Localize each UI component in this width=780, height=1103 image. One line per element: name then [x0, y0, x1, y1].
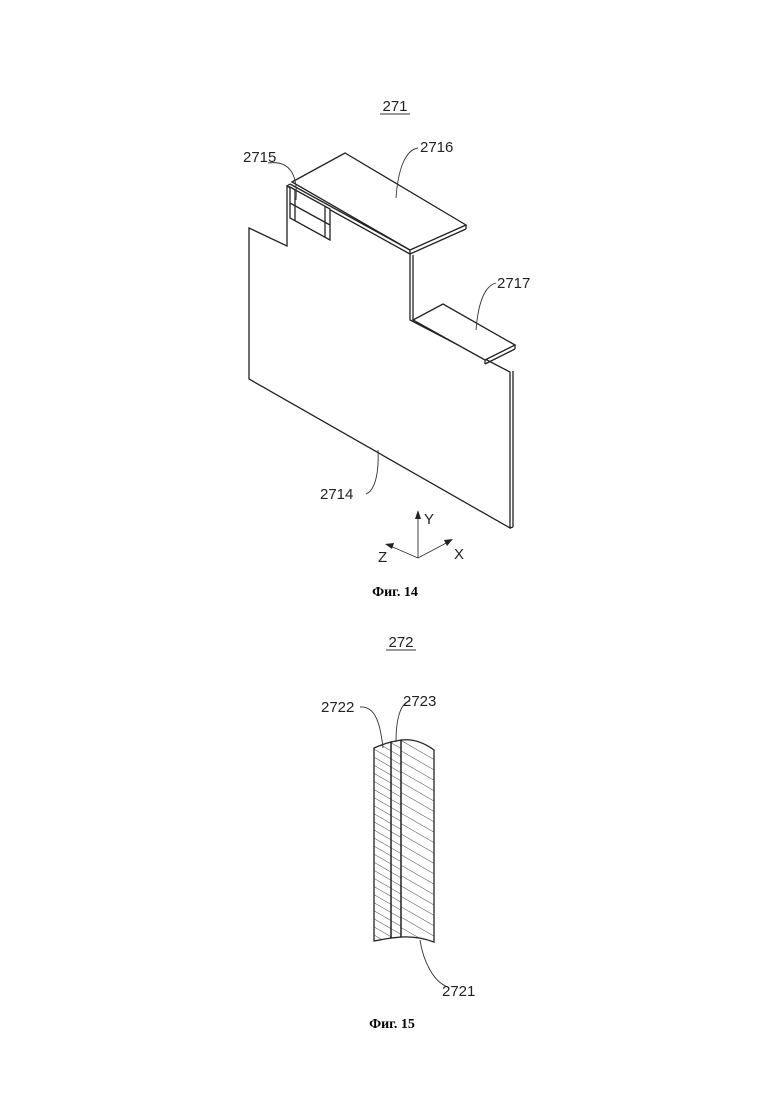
leader-2721: [420, 940, 448, 987]
leader-2717: [476, 283, 496, 330]
assembly-ref-271: 271: [382, 98, 407, 115]
label-2723: 2723: [403, 693, 436, 710]
axis-label-x: X: [454, 546, 464, 563]
label-2722: 2722: [321, 699, 354, 716]
label-2714: 2714: [320, 486, 353, 503]
layer-2721: [401, 740, 434, 942]
panel-2714: [249, 184, 513, 528]
label-2717: 2717: [497, 275, 530, 292]
label-2715: 2715: [243, 149, 276, 166]
caption-figure-14: Фиг. 14: [372, 585, 418, 600]
assembly-ref-272: 272: [388, 634, 413, 651]
layer-2722: [374, 742, 391, 941]
axis-triad: Y X Z: [378, 510, 464, 566]
caption-figure-15: Фиг. 15: [369, 1017, 415, 1032]
axis-label-y: Y: [424, 511, 434, 528]
axis-label-z: Z: [378, 549, 387, 566]
layered-section: [374, 740, 434, 942]
leader-2722: [360, 707, 383, 748]
figure-14: 271: [243, 98, 530, 600]
layer-2723: [391, 740, 401, 938]
figure-15: 272 2722 2723 2721 Фиг. 15: [321, 634, 475, 1032]
leader-2714: [366, 450, 378, 494]
label-2716: 2716: [420, 139, 453, 156]
label-2721: 2721: [442, 983, 475, 1000]
